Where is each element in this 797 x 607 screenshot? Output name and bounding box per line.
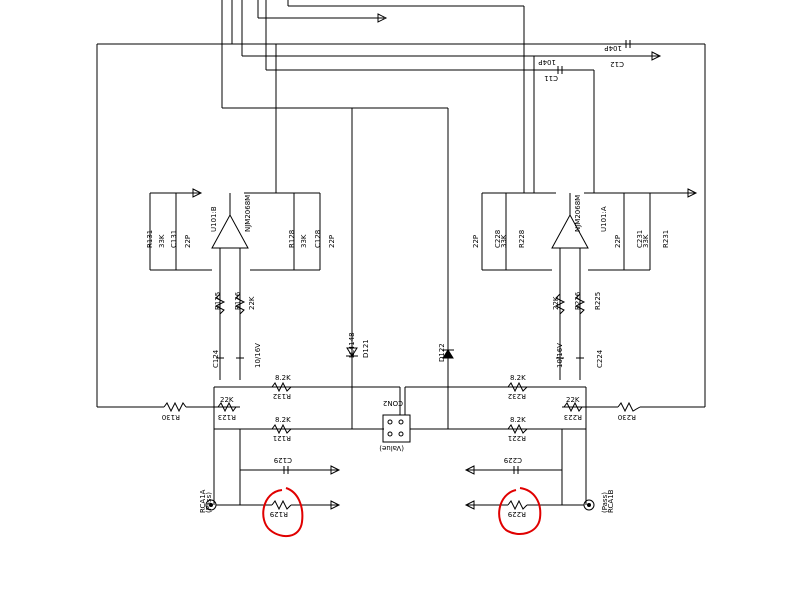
d121-diode [346,347,358,357]
c128-value: 22P [328,235,336,248]
c129-label: C129 [274,456,292,464]
center-wires [351,108,449,429]
c231-label: C231 [636,230,644,248]
c12-label: C12 [610,60,624,68]
r226-label: R226 [574,291,582,310]
left-feedback-box [149,188,321,271]
r121-label: R121 [273,434,291,442]
con2-connector [382,387,411,443]
c231-value: 22P [614,235,622,248]
c228-label: C228 [494,230,502,248]
r221-value: 8.2K [510,416,526,424]
r121-value: 8.2K [275,416,291,424]
r232-label: R232 [508,392,526,400]
right-horizontal-resistors [507,381,641,435]
rca1a-name: (Pass) [205,492,213,513]
c227-value: 10/16V [556,343,564,368]
left-horizontal-resistors [163,381,292,435]
right-feedback-box [481,188,698,271]
r229-highlight-circle [498,487,542,535]
r228-value: 33K [500,234,508,248]
d122-label: D122 [438,343,446,362]
left-opamp [211,193,249,270]
r125-label: R125 [214,292,222,310]
r230-label: R230 [618,413,636,421]
top-bus-wires [96,0,706,407]
r132-value: 8.2K [275,374,291,382]
c131-label: C131 [170,230,178,248]
c131-value: 22P [184,235,192,248]
r129-label: R129 [270,510,288,518]
r223-label: R223 [564,413,582,421]
c12-value: 104P [604,44,622,52]
r126-value: 22K [248,296,256,310]
d122-diode [442,349,454,359]
r123-value: 22K [220,396,234,404]
left-output [205,429,341,511]
r131-label: R131 [146,230,154,248]
r123-label: R123 [218,413,236,421]
c224-label: C224 [596,349,604,368]
r132-label: R132 [273,392,291,400]
con2-name: (Value) [379,444,404,452]
r129-highlight-circle [262,487,304,538]
c228-value: 22P [472,235,480,248]
r223-value: 22K [566,396,580,404]
r128-label: R128 [288,230,296,248]
r131-value: 33K [158,234,166,248]
c124-label: C124 [212,349,220,368]
r231-label: R231 [662,230,670,248]
u101a-part: NJM2068M [574,195,582,232]
u101a-name: U101:A [600,206,608,232]
right-output [464,429,595,511]
d121-label: D121 [362,339,370,358]
left-input-resistors [214,270,246,380]
rca1b-label: RCA1B [607,489,615,513]
right-opamp [551,193,589,270]
r126-label: R126 [234,291,242,310]
rca1b-name: (Pass) [601,492,609,513]
r231-value: 33K [642,234,650,248]
r228-label: R228 [518,230,526,248]
c127-value: 10/16V [254,343,262,368]
r232-value: 8.2K [510,374,526,382]
right-input-resistors [554,270,586,380]
c229-label: C229 [504,456,522,464]
r221-label: R221 [508,434,526,442]
c11-label: C11 [544,74,558,82]
r225-label: R225 [594,292,602,310]
con2-label: CON2 [383,399,403,407]
d121-value: LL4148 [348,332,356,358]
c11-value: 104P [538,58,556,66]
u101b-part: NJM2068M [244,195,252,232]
c128-label: C128 [314,230,322,248]
r130-label: R130 [162,413,180,421]
r226-value: 22K [552,296,560,310]
rca1a-label: RCA1A [199,489,207,513]
u101b-name: U101:B [210,206,218,232]
r229-label: R229 [508,510,526,518]
r128-value: 33K [300,234,308,248]
